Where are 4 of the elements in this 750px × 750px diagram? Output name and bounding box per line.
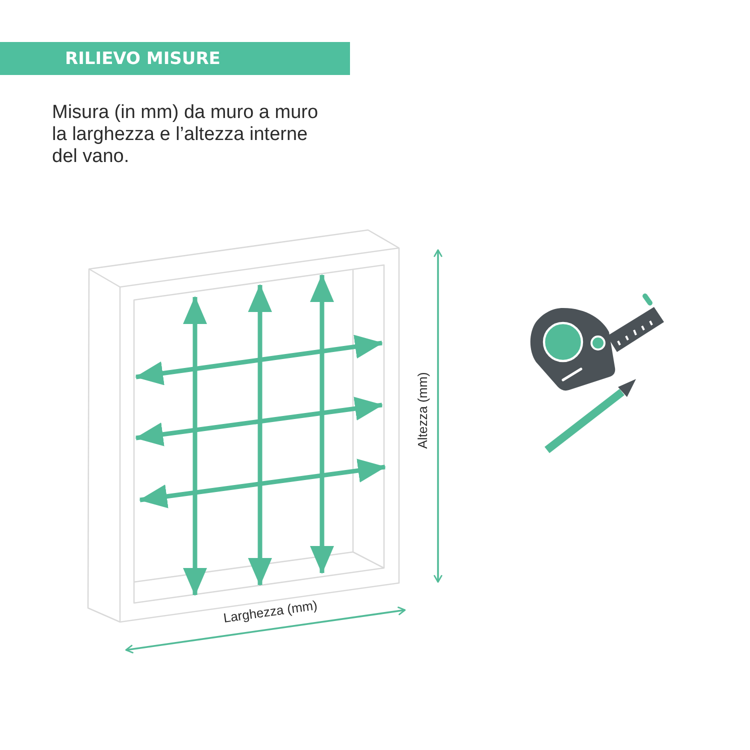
instruction-text: Misura (in mm) da muro a muro la larghezza e l’altezza interne del vano. <box>52 102 320 168</box>
dimension-label: Larghezza (mm) <box>222 596 318 626</box>
title-text: RILIEVO MISURE <box>65 50 220 68</box>
dimension-label: Altezza (mm) <box>414 372 430 448</box>
